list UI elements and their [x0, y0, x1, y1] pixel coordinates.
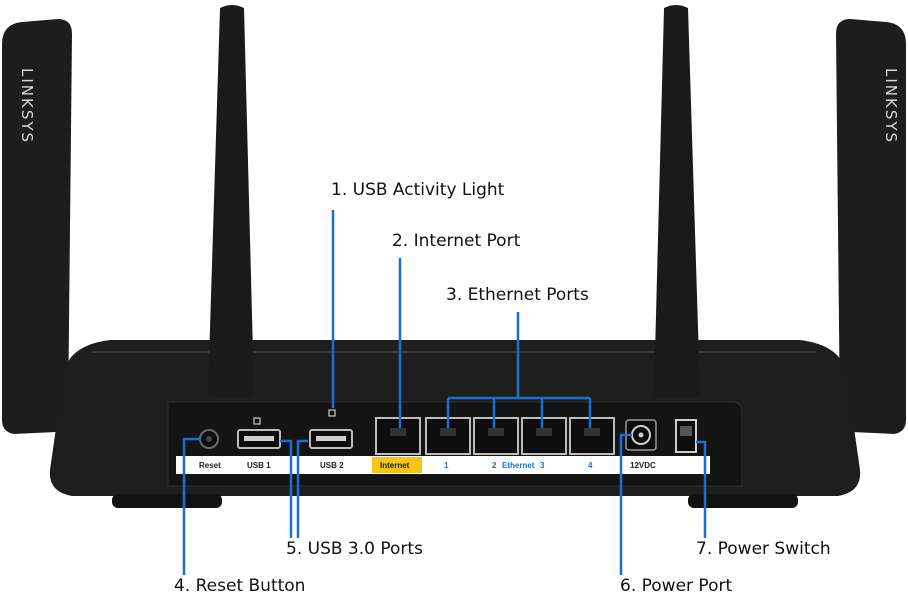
callout-power-port: 6. Power Port: [620, 576, 732, 596]
ethernet-port-2-latch: [488, 428, 504, 436]
internet-port-latch: [390, 428, 406, 436]
ethernet-port-3-latch: [536, 428, 552, 436]
label-12vdc: 12VDC: [630, 461, 656, 470]
usb2-port-tongue: [316, 436, 346, 441]
label-internet: Internet: [380, 461, 410, 470]
label-eth2: 2: [492, 461, 497, 470]
callout-reset-button: 4. Reset Button: [174, 576, 305, 596]
usb1-port-tongue: [244, 436, 274, 441]
reset-pinhole: [206, 436, 212, 442]
label-ethernet: Ethernet: [502, 461, 535, 470]
label-usb1: USB 1: [247, 461, 271, 470]
brand-logo-left: LINKSYS: [18, 68, 36, 144]
label-eth3: 3: [540, 461, 545, 470]
center-antenna-right: [654, 5, 700, 398]
power-port-pin: [639, 433, 644, 438]
ethernet-port-4-latch: [584, 428, 600, 436]
label-eth1: 1: [444, 461, 449, 470]
callout-usb-activity-light: 1. USB Activity Light: [331, 180, 504, 200]
router-foot-left: [112, 494, 222, 508]
center-antenna-left: [208, 5, 254, 398]
left-side-antenna: [2, 19, 72, 434]
callout-internet-port: 2. Internet Port: [392, 231, 520, 251]
callout-usb-ports: 5. USB 3.0 Ports: [286, 539, 423, 559]
ethernet-port-1-latch: [440, 428, 456, 436]
label-reset: Reset: [199, 461, 221, 470]
power-switch-rocker: [680, 426, 692, 436]
brand-logo-right: LINKSYS: [882, 68, 900, 144]
label-usb2: USB 2: [320, 461, 344, 470]
callout-power-switch: 7. Power Switch: [696, 539, 831, 559]
callout-ethernet-ports: 3. Ethernet Ports: [446, 285, 589, 305]
label-eth4: 4: [588, 461, 593, 470]
